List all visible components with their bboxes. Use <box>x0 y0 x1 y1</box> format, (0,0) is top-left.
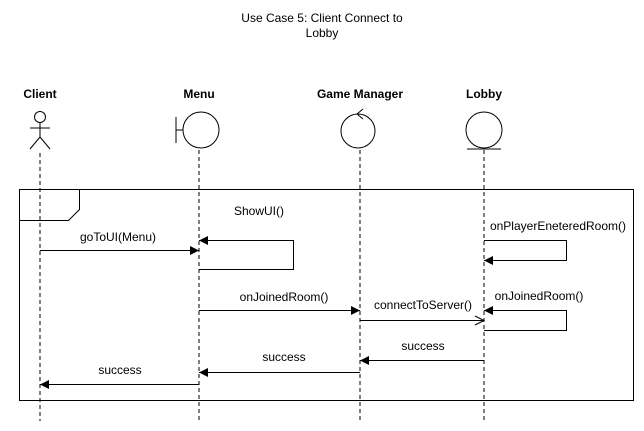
arrowhead-showui <box>199 236 208 245</box>
message-label-connecttoserver: connectToServer() <box>374 298 472 312</box>
message-label-success-lobby: success <box>401 339 444 353</box>
arrowhead-connecttoserver <box>474 315 486 326</box>
participant-label-menu: Menu <box>183 87 214 101</box>
message-label-success-menu: success <box>98 363 141 377</box>
participant-label-game-manager: Game Manager <box>317 87 403 101</box>
participant-label-lobby: Lobby <box>466 87 502 101</box>
arrowhead-success-lobby <box>360 356 369 365</box>
message-label-onjoinedroom-lobby: onJoinedRoom() <box>495 289 584 303</box>
boundary-icon <box>175 111 220 149</box>
message-label-gotoui: goToUI(Menu) <box>80 230 156 244</box>
message-label-onplayereneteredroom: onPlayerEneteredRoom() <box>490 219 626 233</box>
message-label-showui: ShowUI() <box>234 204 284 218</box>
message-arrow-onplayereneteredroom <box>484 240 567 261</box>
diagram-title-line-2: Lobby <box>306 26 339 40</box>
arrowhead-gotoui <box>190 246 199 255</box>
arrowhead-onjoinedroom-lobby <box>484 306 493 315</box>
diagram-title-line-1: Use Case 5: Client Connect to <box>241 11 403 25</box>
participant-label-client: Client <box>23 87 56 101</box>
message-arrow-onjoinedroom-lobby <box>484 310 567 331</box>
message-arrow-showui <box>199 240 294 270</box>
actor-icon <box>29 111 51 150</box>
arrowhead-onjoinedroom-menu <box>351 306 360 315</box>
entity-icon <box>465 111 503 150</box>
control-icon <box>340 108 376 149</box>
message-label-onjoinedroom-menu: onJoinedRoom() <box>240 290 329 304</box>
fragment-frame <box>19 189 634 401</box>
arrowhead-success-gamemanager <box>199 368 208 377</box>
arrowhead-success-menu <box>40 380 49 389</box>
arrowhead-onplayereneteredroom <box>484 256 493 265</box>
message-label-success-gamemanager: success <box>262 350 305 364</box>
